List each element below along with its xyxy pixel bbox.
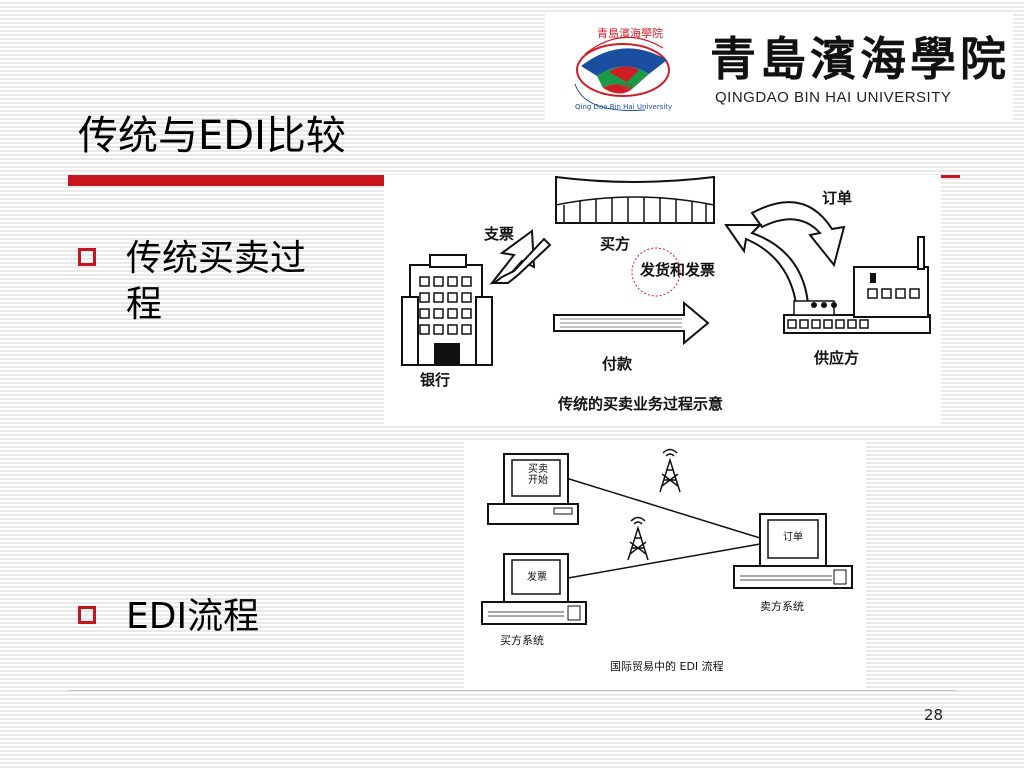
traditional-process-diagram: 支票 买方 订单 发货和发票 银行 付款 供应方 传统的买卖业务过程示意 <box>384 175 941 425</box>
bullet-text: 传统买卖过程 <box>126 238 307 325</box>
edi-link-line <box>567 543 761 579</box>
bullet-traditional: 传统买卖过程 <box>78 236 326 328</box>
page-number: 28 <box>924 706 944 724</box>
footer-divider <box>68 690 956 691</box>
diagram-caption-traditional: 传统的买卖业务过程示意 <box>558 395 724 413</box>
university-seal-icon <box>574 36 670 111</box>
bullet-text: EDI流程 <box>126 596 260 637</box>
cheque-arrow-icon <box>489 229 552 285</box>
goods-invoice-arrow-icon <box>724 224 810 304</box>
label-order: 订单 <box>822 189 853 207</box>
slide-title: 传统与EDI比较 <box>78 113 346 159</box>
university-name-en: QINGDAO BIN HAI UNIVERSITY <box>715 89 952 106</box>
screen-text-open: 买卖 开始 <box>528 464 548 486</box>
payment-arrow-icon <box>553 300 710 346</box>
order-arrow-icon <box>750 201 846 268</box>
university-name-cn: 青島濱海學院 <box>710 32 1010 86</box>
diagram-caption-edi: 国际贸易中的 EDI 流程 <box>610 660 724 673</box>
antenna-tower-icon <box>627 516 649 561</box>
seal-name-cn: 青島濱海學院 <box>597 27 663 40</box>
bank-building-icon <box>401 254 493 366</box>
label-goods-invoice: 发货和发票 <box>640 261 716 279</box>
label-seller-system: 卖方系统 <box>760 600 804 613</box>
label-buyer-system: 买方系统 <box>500 634 544 647</box>
title-underline-tail <box>938 175 960 178</box>
label-supplier: 供应方 <box>814 349 860 367</box>
seal-name-en: Qing Dao Bin Hai University <box>575 103 673 111</box>
bullet-square-icon <box>78 248 96 266</box>
title-underline <box>68 175 388 186</box>
screen-text-order: 订单 <box>783 532 803 543</box>
buyer-computer-icon <box>481 553 587 625</box>
university-logo: 青島濱海學院 1992 Qing Dao Bin Hai University … <box>545 14 1013 122</box>
label-cheque: 支票 <box>484 225 515 243</box>
seal-year: 1992 <box>615 83 633 91</box>
supplier-factory-icon <box>783 236 931 334</box>
bullet-edi: EDI流程 <box>78 594 259 640</box>
antenna-tower-icon <box>659 448 681 493</box>
screen-text-invoice: 发票 <box>527 572 547 583</box>
bullet-square-icon <box>78 606 96 624</box>
edi-link-line <box>565 477 761 539</box>
buyer-building-icon <box>555 175 715 224</box>
label-buyer: 买方 <box>600 235 631 253</box>
annotation-circle <box>631 247 681 297</box>
computer-open-icon <box>487 453 579 525</box>
label-bank: 银行 <box>420 371 451 389</box>
edi-process-diagram: 买卖 开始 发票 订单 买方系统 卖方系统 国际贸易中的 EDI 流程 <box>464 440 866 688</box>
seller-computer-icon <box>733 513 853 589</box>
label-payment: 付款 <box>602 355 633 373</box>
